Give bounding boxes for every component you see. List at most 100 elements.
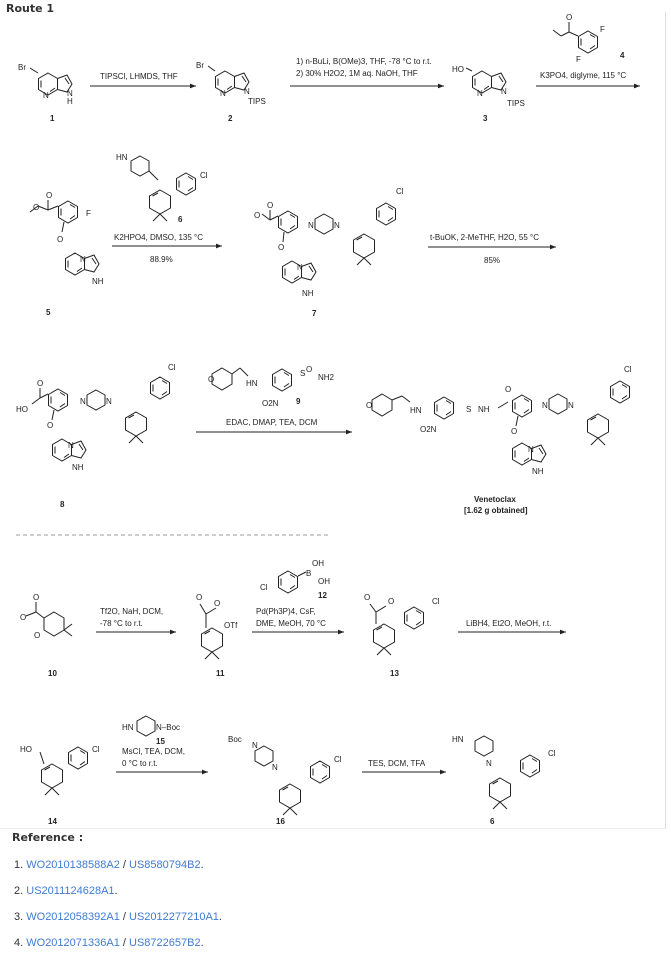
step-8-conditions-b: DME, MeOH, 70 °C — [256, 619, 326, 628]
step-6-conditions: EDAC, DMAP, TEA, DCM — [226, 418, 318, 427]
svg-text:HO: HO — [20, 745, 32, 754]
reagent-12-structure: Cl B OH OH 12 — [260, 559, 330, 600]
svg-text:Br: Br — [18, 63, 26, 72]
compound-2-structure: Br N N TIPS 2 — [196, 61, 266, 123]
svg-text:O: O — [254, 211, 260, 220]
svg-text:O: O — [34, 631, 40, 640]
venetoclax-name: Venetoclax — [474, 495, 516, 504]
svg-text:O: O — [37, 379, 43, 388]
reference-item: 2. US2011124628A1. — [14, 885, 118, 897]
step-7-conditions-a: Tf2O, NaH, DCM, — [100, 607, 163, 616]
svg-text:N: N — [43, 91, 49, 100]
step-7-conditions-b: -78 °C to r.t. — [100, 619, 143, 628]
svg-text:NH: NH — [478, 405, 490, 414]
step-9-conditions: LiBH4, Et2O, MeOH, r.t. — [466, 619, 551, 628]
reagent-15-label: 15 — [156, 737, 165, 746]
svg-text:B: B — [306, 569, 311, 578]
svg-text:N: N — [220, 89, 226, 98]
svg-text:Cl: Cl — [200, 171, 208, 180]
svg-text:O: O — [366, 401, 372, 410]
compound-10-label: 10 — [48, 669, 57, 678]
svg-text:O: O — [33, 593, 39, 602]
svg-text:N: N — [297, 263, 303, 272]
svg-text:O: O — [208, 375, 214, 384]
reagent-9-structure: O HN S O NH2 O2N 9 — [208, 365, 335, 408]
svg-text:O: O — [267, 201, 273, 210]
step-3-conditions: K3PO4, diglyme, 115 °C — [540, 71, 626, 80]
svg-text:N: N — [477, 89, 483, 98]
svg-text:N: N — [80, 255, 86, 264]
svg-text:Cl: Cl — [432, 597, 440, 606]
svg-text:Cl: Cl — [334, 755, 342, 764]
compound-8-structure: O HO N N Cl O N NH 8 — [16, 363, 176, 509]
reference-heading: Reference : — [12, 831, 84, 844]
svg-text:N: N — [486, 759, 492, 768]
svg-text:HO: HO — [16, 405, 28, 414]
step-11-conditions: TES, DCM, TFA — [368, 759, 426, 768]
step-10-conditions-a: MsCl, TEA, DCM, — [122, 747, 185, 756]
step-5-yield: 85% — [484, 256, 500, 265]
reference-link[interactable]: US2012277210A1 — [129, 911, 219, 923]
compound-10-structure: O O O 10 — [20, 593, 73, 678]
svg-text:N: N — [568, 401, 574, 410]
compound-3-label: 3 — [483, 114, 488, 123]
step-10-conditions-b: 0 °C to r.t. — [122, 759, 158, 768]
reference-link[interactable]: US8580794B2 — [129, 859, 201, 871]
reagent-15-structure: HN N–Boc 15 — [122, 715, 180, 746]
svg-text:H: H — [67, 97, 73, 106]
svg-text:O: O — [505, 385, 511, 394]
svg-text:O: O — [278, 243, 284, 252]
svg-text:N: N — [334, 221, 340, 230]
reference-link[interactable]: US2011124628A1 — [26, 885, 115, 897]
compound-1-structure: Br N N H 1 — [18, 63, 73, 123]
svg-text:TIPS: TIPS — [248, 97, 266, 106]
svg-text:HN: HN — [452, 735, 464, 744]
reagent-12-label: 12 — [318, 591, 327, 600]
svg-text:N: N — [252, 741, 258, 750]
reagent-4-structure: O F F 4 — [552, 13, 625, 64]
venetoclax-yield: [1.62 g obtained] — [464, 506, 528, 515]
step-4-yield: 88.9% — [150, 255, 173, 264]
svg-text:F: F — [86, 209, 91, 218]
svg-text:N: N — [528, 445, 534, 454]
reference-item: 1. WO2010138588A2 / US8580794B2. — [14, 859, 204, 871]
compound-1-label: 1 — [50, 114, 55, 123]
compound-3-structure: HO N N TIPS 3 — [452, 65, 525, 123]
svg-text:O2N: O2N — [420, 425, 437, 434]
svg-text:OH: OH — [318, 577, 330, 586]
svg-text:F: F — [576, 55, 581, 64]
reference-link[interactable]: US8722657B2 — [129, 937, 201, 949]
svg-text:O: O — [20, 613, 26, 622]
reference-link[interactable]: WO2012071336A1 — [26, 937, 120, 949]
svg-text:HN: HN — [246, 379, 258, 388]
svg-text:O: O — [214, 599, 220, 608]
svg-text:NH: NH — [532, 467, 544, 476]
svg-text:N: N — [244, 87, 250, 96]
svg-text:S: S — [466, 405, 471, 414]
svg-text:O: O — [388, 597, 394, 606]
svg-text:O: O — [511, 427, 517, 436]
step-4-conditions: K2HPO4, DMSO, 135 °C — [114, 233, 203, 242]
compound-14-label: 14 — [48, 817, 57, 826]
compound-6-final-label: 6 — [490, 817, 495, 826]
svg-text:N: N — [106, 397, 112, 406]
svg-text:O: O — [566, 13, 572, 22]
svg-text:N: N — [542, 401, 548, 410]
svg-text:HO: HO — [452, 65, 464, 74]
reference-link[interactable]: WO2012058392A1 — [26, 911, 120, 923]
reference-link[interactable]: WO2010138588A2 — [26, 859, 120, 871]
svg-text:Cl: Cl — [548, 749, 556, 758]
step-5-conditions: t-BuOK, 2-MeTHF, H2O, 55 °C — [430, 233, 539, 242]
compound-5-label: 5 — [46, 308, 51, 317]
reagent-9-label: 9 — [296, 397, 301, 406]
compound-16-structure: Boc N N Cl 16 — [228, 735, 342, 826]
svg-text:Cl: Cl — [396, 187, 404, 196]
step-1-conditions: TIPSCl, LHMDS, THF — [100, 72, 178, 81]
compound-16-label: 16 — [276, 817, 285, 826]
svg-text:Cl: Cl — [168, 363, 176, 372]
svg-text:N: N — [272, 763, 278, 772]
svg-text:O: O — [33, 203, 39, 212]
compound-6-final-structure: HN N Cl 6 — [452, 735, 556, 826]
